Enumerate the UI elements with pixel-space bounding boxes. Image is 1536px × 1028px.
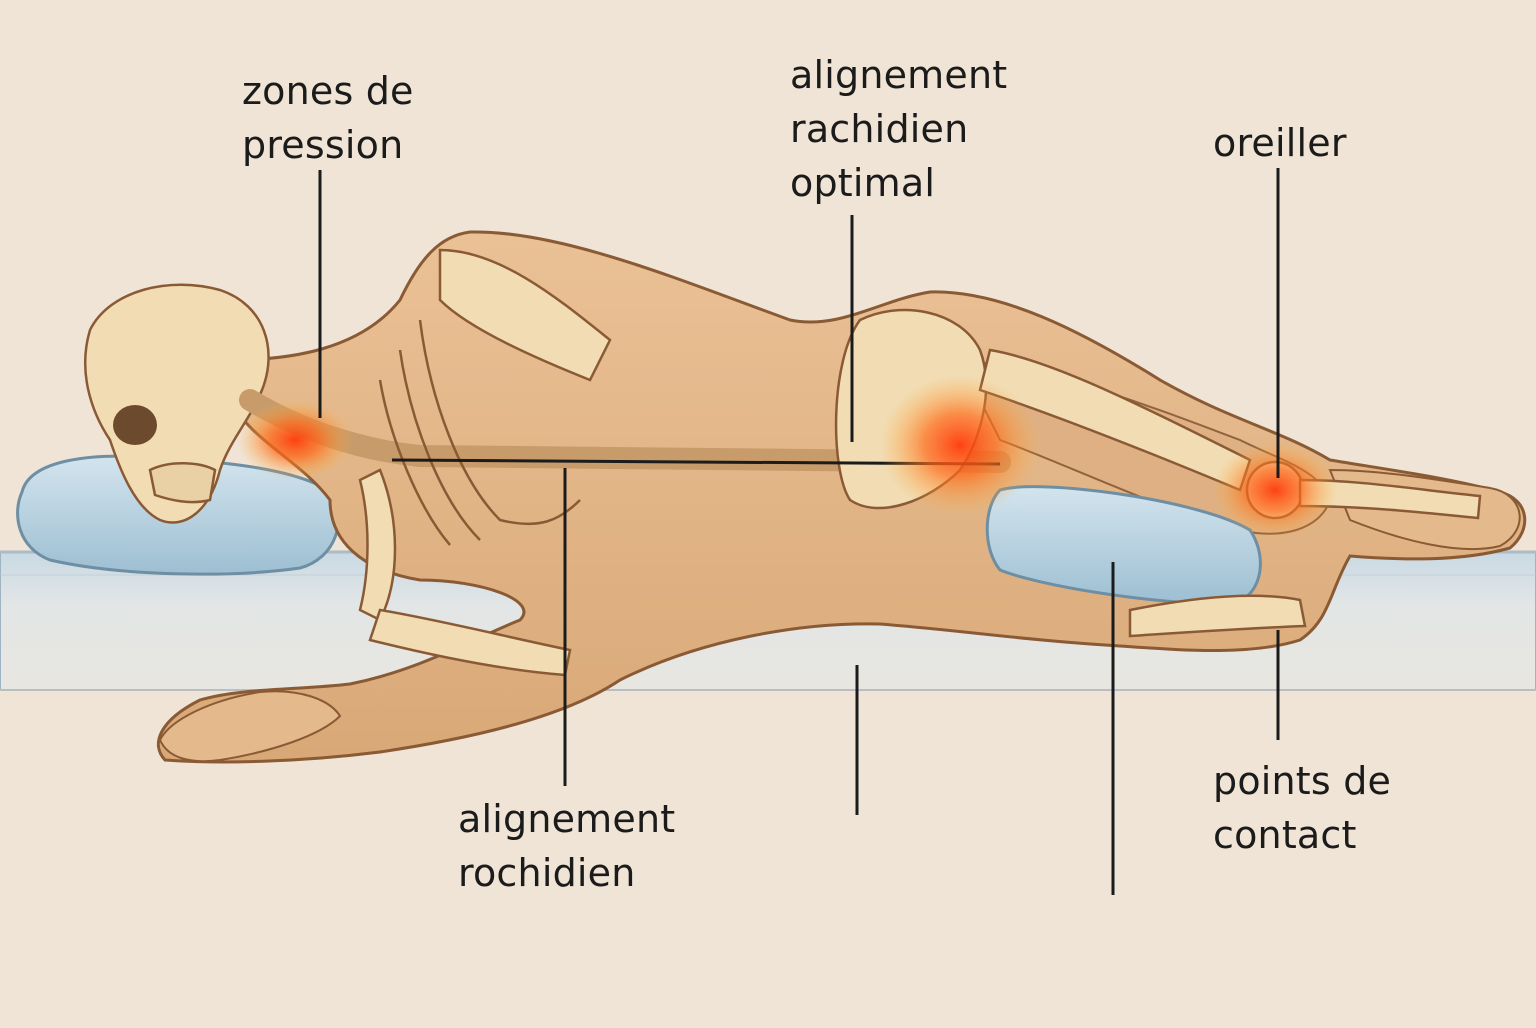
label-contact-points: points de contact: [1213, 754, 1391, 862]
label-pressure-zones: zones de pression: [242, 64, 414, 172]
label-line: rochidien: [458, 851, 636, 895]
label-line: zones de: [242, 69, 414, 113]
label-line: optimal: [790, 161, 936, 205]
leader-lines: [318, 168, 1280, 895]
label-line: rachidien: [790, 107, 969, 151]
knee-hotspot: [1213, 442, 1337, 538]
pressure-hotspots: [237, 375, 1337, 538]
label-line: points de: [1213, 759, 1392, 803]
label-line: alignement: [790, 53, 1008, 97]
label-optimal-alignment: alignement rachidien optimal: [790, 48, 1007, 210]
neck-hotspot: [237, 400, 353, 480]
label-line: pression: [242, 123, 404, 167]
hip-hotspot: [880, 375, 1040, 515]
label-line: contact: [1213, 813, 1357, 857]
label-pillow: oreiller: [1213, 116, 1347, 170]
label-line: oreiller: [1213, 121, 1347, 165]
eye-socket: [113, 405, 157, 445]
label-spinal-alignment: alignement rochidien: [458, 792, 675, 900]
label-line: alignement: [458, 797, 676, 841]
